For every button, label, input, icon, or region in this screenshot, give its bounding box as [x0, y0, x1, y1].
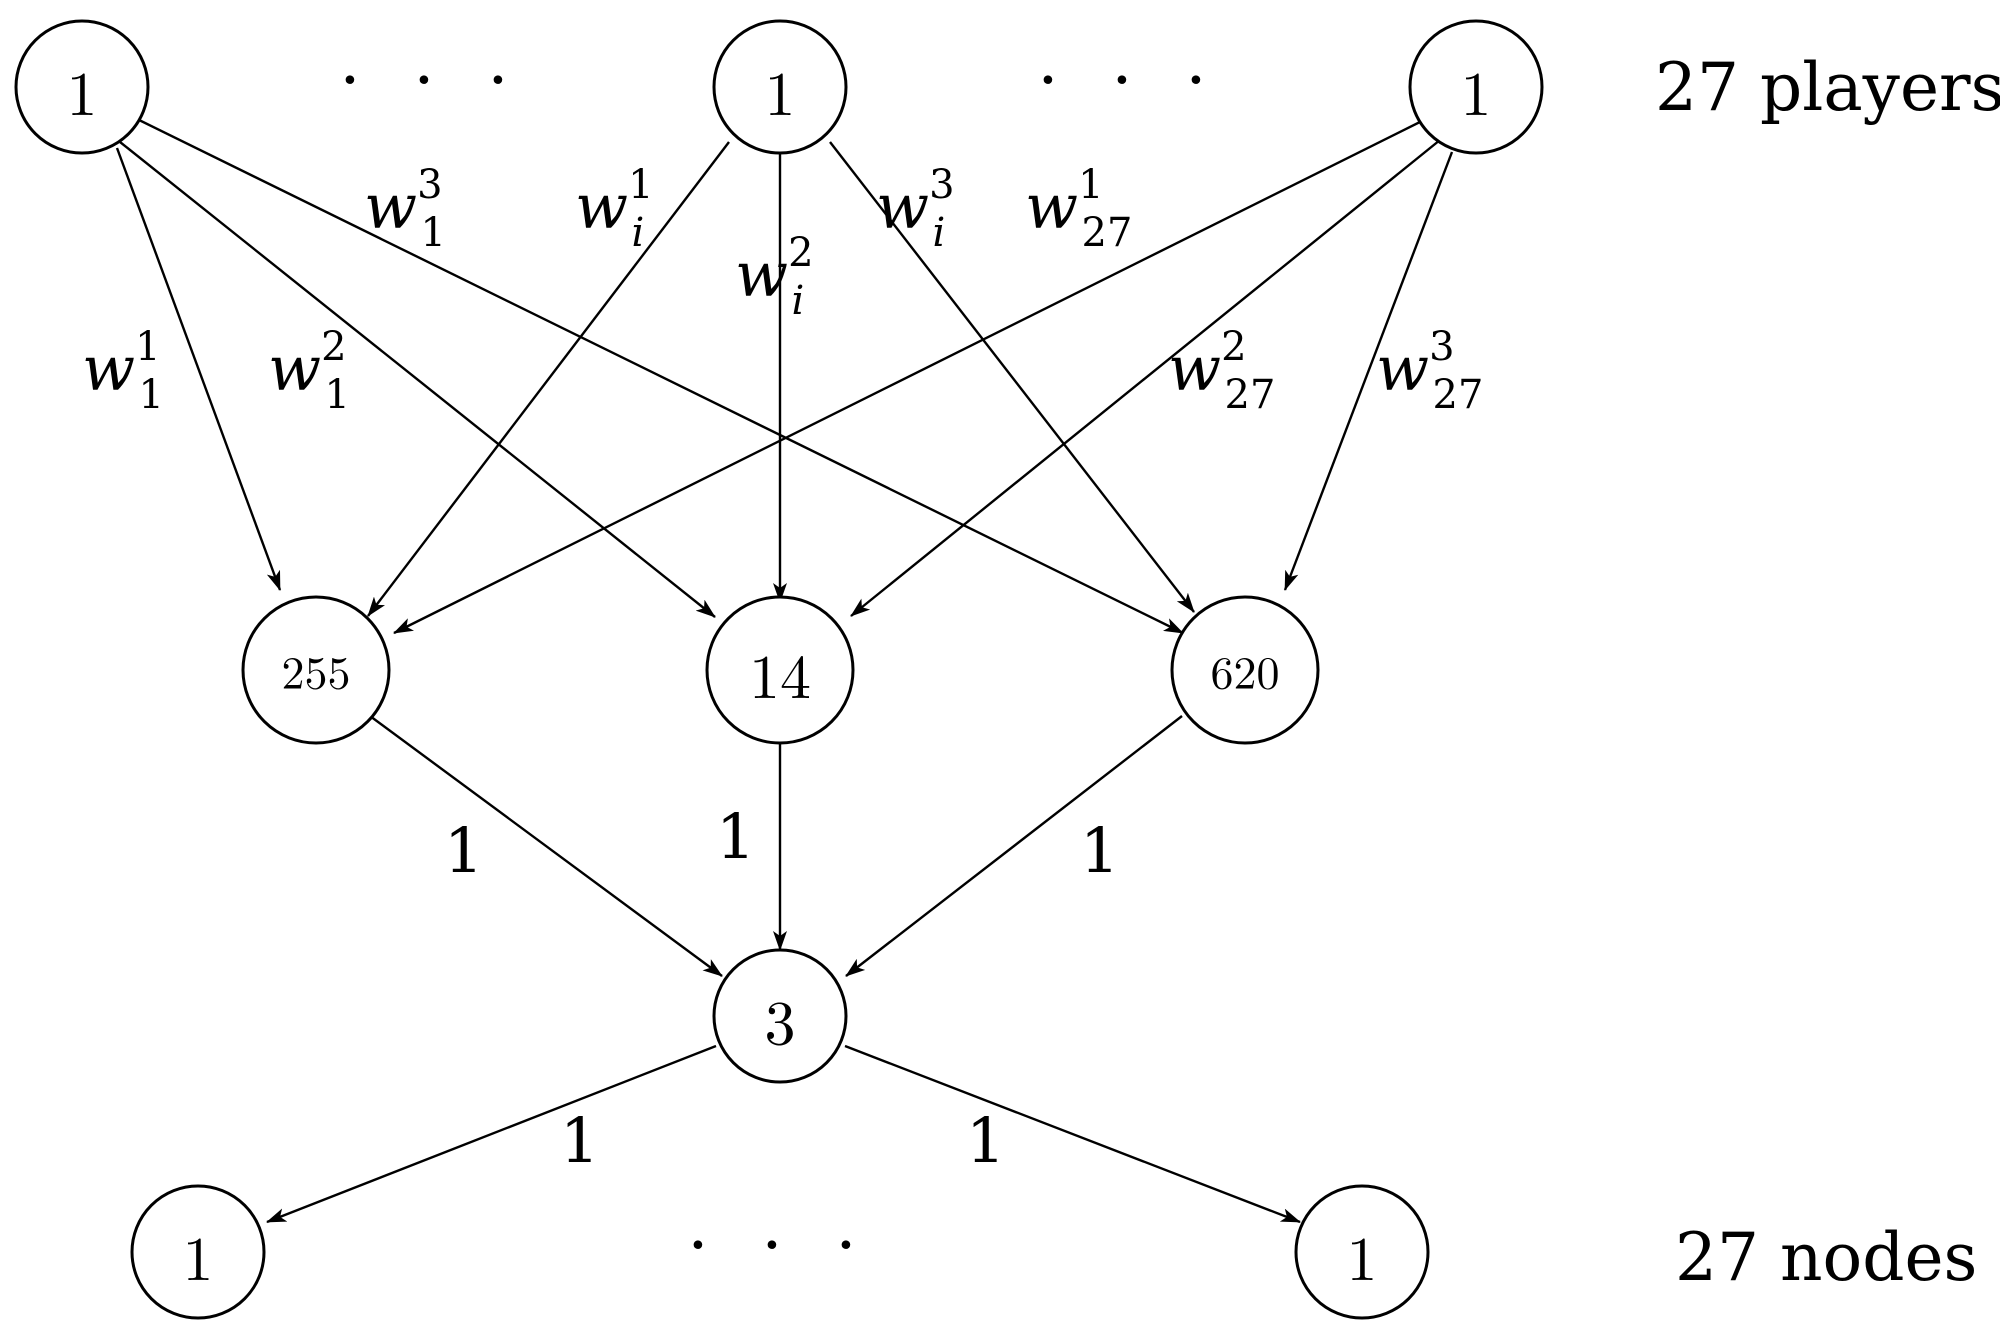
- sink-node-right: 1: [1294, 1184, 1430, 1320]
- edge-player-right-to-item-mid: [850, 139, 1441, 617]
- nodes-ellipsis: · · ·: [688, 1207, 873, 1284]
- edge-player-right-to-item-left: [393, 116, 1429, 635]
- edge-label-item-left-to-hub: 1: [444, 814, 483, 887]
- edge-player-mid-to-item-right: [829, 141, 1195, 613]
- sink-node-right-label: 1: [1346, 1210, 1377, 1298]
- player-node-left-label: 1: [66, 45, 97, 133]
- edge-player-left-to-item-right: [136, 117, 1184, 635]
- item-node-right-label: 620: [1211, 638, 1280, 703]
- edge-hub-to-sink-right: [844, 1044, 1301, 1224]
- edge-item-right-to-hub: [845, 715, 1183, 977]
- item-node-right: 620: [1170, 595, 1320, 745]
- edge-player-left-to-item-left: [115, 147, 282, 591]
- item-node-left-label: 255: [282, 638, 351, 703]
- players-ellipsis-left: · · ·: [340, 42, 525, 119]
- item-node-mid: 14: [705, 595, 855, 745]
- player-node-right: 1: [1408, 19, 1544, 155]
- hub-node: 3: [712, 948, 848, 1084]
- edge-label-hub-to-sink-left: 1: [560, 1104, 599, 1177]
- players-caption: 27 players: [1655, 49, 2000, 126]
- nodes-caption: 27 nodes: [1675, 1219, 1977, 1296]
- edge-player-mid-to-item-left: [367, 141, 730, 617]
- edge-label-item-right-to-hub: 1: [1080, 814, 1119, 887]
- item-node-mid-label: 14: [749, 628, 811, 716]
- edge-item-left-to-hub: [369, 715, 723, 977]
- edge-player-left-to-item-mid: [119, 141, 716, 618]
- edge-label-item-mid-to-hub: 1: [716, 800, 755, 873]
- edge-hub-to-sink-left: [266, 1044, 717, 1224]
- player-node-right-label: 1: [1460, 45, 1491, 133]
- edge-player-right-to-item-right: [1283, 151, 1454, 591]
- edges-layer: [115, 116, 1454, 1224]
- player-node-mid: 1: [712, 19, 848, 155]
- sink-node-left-label: 1: [182, 1210, 213, 1298]
- edge-label-hub-to-sink-right: 1: [966, 1104, 1005, 1177]
- sink-node-left: 1: [130, 1184, 266, 1320]
- player-node-left: 1: [14, 19, 150, 155]
- hub-node-label: 3: [764, 974, 795, 1062]
- item-node-left: 255: [241, 595, 391, 745]
- nodes-layer: 1 1 1 255 14 620 3 1: [14, 19, 1544, 1320]
- players-ellipsis-right: · · ·: [1038, 42, 1223, 119]
- player-node-mid-label: 1: [764, 45, 795, 133]
